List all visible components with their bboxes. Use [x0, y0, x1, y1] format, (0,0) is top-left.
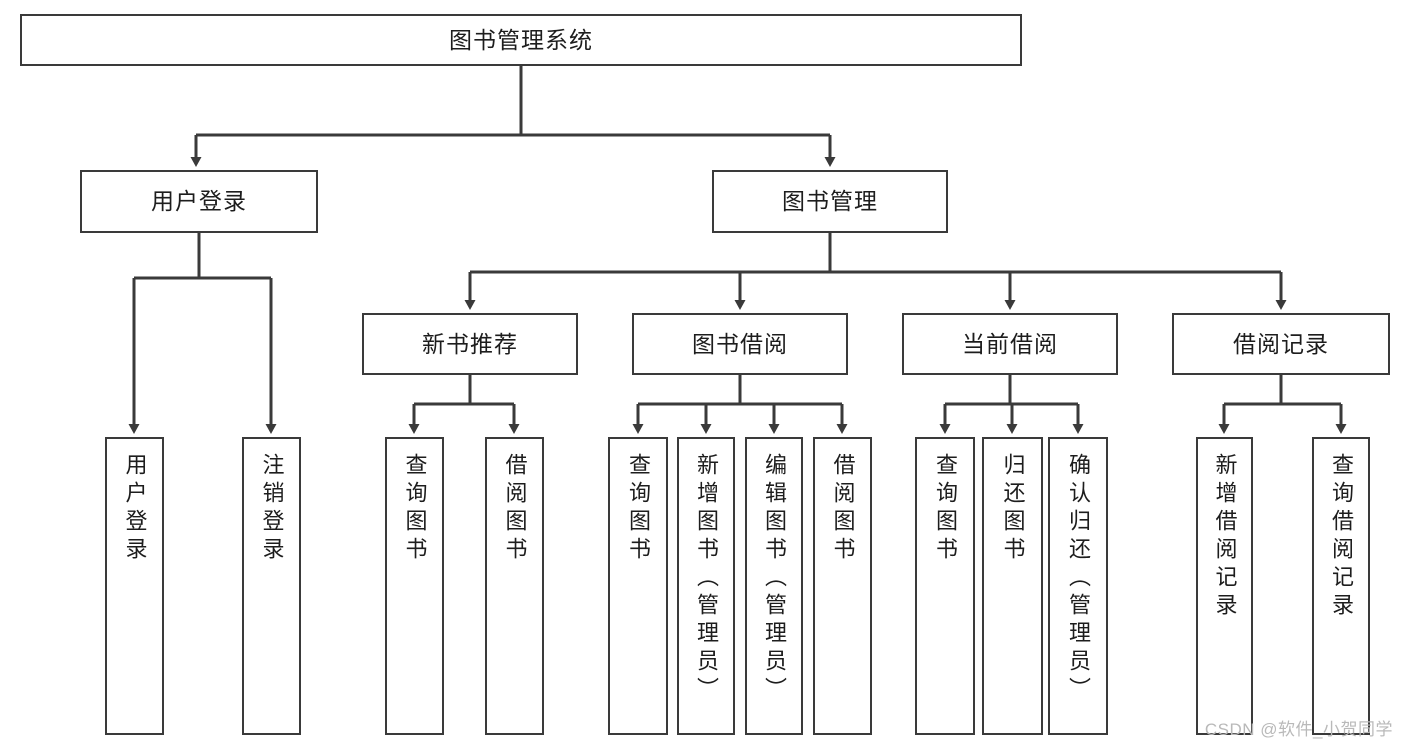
node-label: 新增图书（管理员）: [694, 453, 719, 705]
node-label: 借阅记录: [1233, 330, 1329, 357]
leaf-user-login-login[interactable]: 用户登录: [105, 437, 164, 735]
leaf-current-borrow-confirm-return-admin[interactable]: 确认归还（管理员）: [1048, 437, 1108, 735]
leaf-new-book-borrow-books[interactable]: 借阅图书: [485, 437, 544, 735]
node-label: 归还图书: [1000, 453, 1026, 565]
node-label: 查询图书: [626, 453, 651, 565]
leaf-current-borrow-query-books[interactable]: 查询图书: [915, 437, 975, 735]
node-label: 编辑图书（管理员）: [762, 453, 787, 705]
leaf-user-login-logout[interactable]: 注销登录: [242, 437, 301, 735]
leaf-book-borrow-borrow-books[interactable]: 借阅图书: [813, 437, 872, 735]
leaf-book-borrow-query-books[interactable]: 查询图书: [608, 437, 668, 735]
node-label: 用户登录: [122, 453, 148, 565]
leaf-borrow-record-query-record[interactable]: 查询借阅记录: [1312, 437, 1370, 735]
leaf-borrow-record-add-record[interactable]: 新增借阅记录: [1196, 437, 1253, 735]
node-label: 确认归还（管理员）: [1066, 453, 1091, 705]
leaf-new-book-query-books[interactable]: 查询图书: [385, 437, 444, 735]
node-current-borrowing[interactable]: 当前借阅: [902, 313, 1118, 375]
node-root-book-management-system[interactable]: 图书管理系统: [20, 14, 1022, 66]
node-label: 图书管理系统: [449, 26, 593, 53]
leaf-book-borrow-add-book-admin[interactable]: 新增图书（管理员）: [677, 437, 735, 735]
node-label: 新增借阅记录: [1212, 453, 1238, 621]
node-book-borrowing[interactable]: 图书借阅: [632, 313, 848, 375]
node-label: 查询图书: [933, 453, 958, 565]
node-label: 注销登录: [259, 453, 285, 565]
node-label: 图书管理: [782, 188, 878, 215]
leaf-book-borrow-edit-book-admin[interactable]: 编辑图书（管理员）: [745, 437, 803, 735]
node-user-login[interactable]: 用户登录: [80, 170, 318, 233]
node-label: 查询图书: [402, 453, 428, 565]
node-label: 图书借阅: [692, 330, 788, 357]
node-label: 借阅图书: [502, 453, 528, 565]
node-label: 用户登录: [151, 188, 247, 215]
node-borrow-records[interactable]: 借阅记录: [1172, 313, 1390, 375]
node-label: 新书推荐: [422, 330, 518, 357]
node-book-management[interactable]: 图书管理: [712, 170, 948, 233]
csdn-watermark: CSDN @软件_小贺同学: [1204, 720, 1393, 739]
node-label: 查询借阅记录: [1329, 453, 1354, 621]
node-new-book-recommendation[interactable]: 新书推荐: [362, 313, 578, 375]
node-label: 当前借阅: [962, 330, 1058, 357]
node-label: 借阅图书: [830, 453, 856, 565]
leaf-current-borrow-return-books[interactable]: 归还图书: [982, 437, 1043, 735]
